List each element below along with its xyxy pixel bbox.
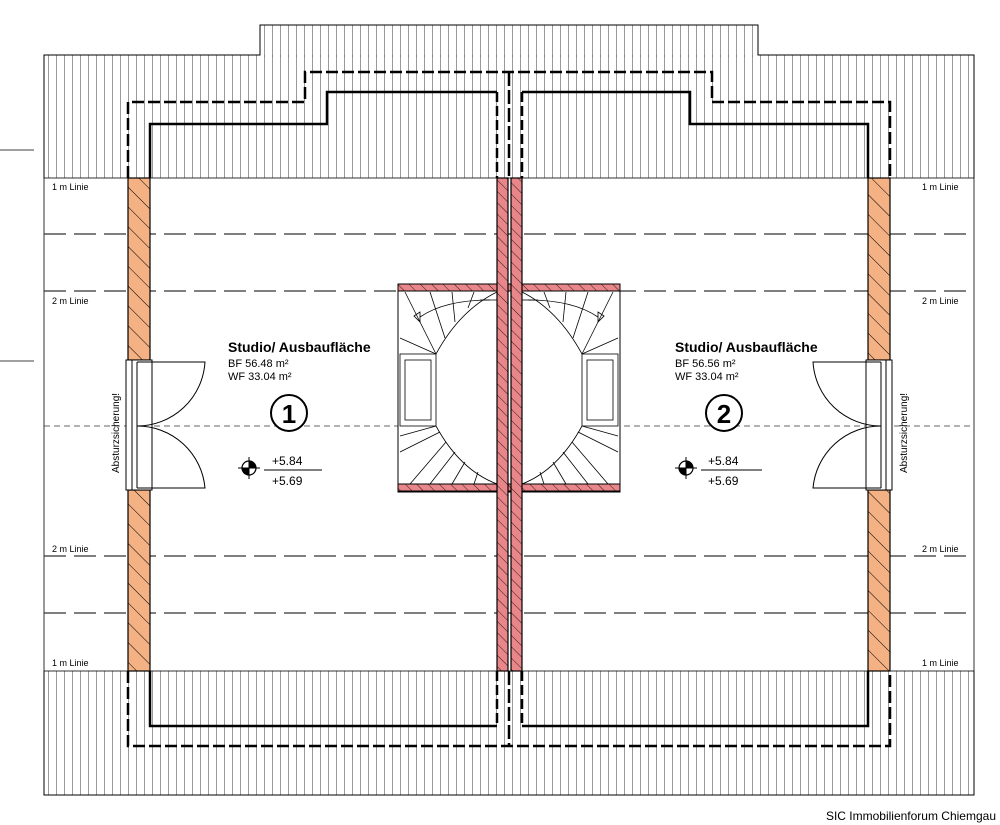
line-labels: 1 m Linie 1 m Linie 2 m Linie 2 m Linie … (52, 182, 959, 668)
fall-protection-left: Absturzsicherung! (111, 393, 122, 473)
room-name-2: Studio/ Ausbaufläche (675, 339, 818, 355)
room-bf-2: BF 56.56 m² (675, 358, 736, 370)
room-wf-1: WF 33.04 m² (228, 371, 292, 383)
credit-text: SIC Immobilienforum Chiemgau (825, 809, 996, 823)
label-2m-top-right: 2 m Linie (922, 296, 959, 306)
level-top-1: +5.84 (272, 454, 303, 468)
level-marker-icon-2 (675, 457, 762, 479)
label-2m-bottom-right: 2 m Linie (922, 544, 959, 554)
level-bottom-1: +5.69 (272, 474, 303, 488)
right-window (812, 359, 893, 491)
unit-number-circle-2 (705, 394, 743, 432)
wall-outline-top (148, 90, 870, 178)
unit-1-labels: Studio/ Ausbaufläche BF 56.48 m² WF 33.0… (228, 339, 371, 488)
level-bottom-2: +5.69 (708, 474, 739, 488)
fall-protection-right: Absturzsicherung! (899, 393, 910, 473)
room-name-1: Studio/ Ausbaufläche (228, 339, 371, 355)
room-bf-1: BF 56.48 m² (228, 358, 289, 370)
party-wall (496, 177, 523, 672)
side-walls (127, 177, 891, 672)
party-wall-roof (495, 72, 524, 746)
left-window (125, 359, 206, 491)
unit-number-circle-1 (270, 394, 308, 432)
room-wf-2: WF 33.04 m² (675, 371, 739, 383)
stairwell (397, 283, 621, 493)
label-2m-top-left: 2 m Linie (52, 296, 89, 306)
level-marker-icon-1 (238, 457, 322, 479)
label-1m-top-left: 1 m Linie (52, 182, 89, 192)
unit-number-2: 2 (717, 399, 731, 429)
label-1m-bottom-right: 1 m Linie (922, 658, 959, 668)
unit-2-labels: Studio/ Ausbaufläche BF 56.56 m² WF 33.0… (675, 339, 818, 488)
label-2m-bottom-left: 2 m Linie (52, 544, 89, 554)
level-top-2: +5.84 (708, 454, 739, 468)
label-1m-top-right: 1 m Linie (922, 182, 959, 192)
leader-lines (0, 149, 34, 362)
wall-outline-bottom (148, 671, 870, 728)
unit-number-1: 1 (282, 399, 296, 429)
label-1m-bottom-left: 1 m Linie (52, 658, 89, 668)
